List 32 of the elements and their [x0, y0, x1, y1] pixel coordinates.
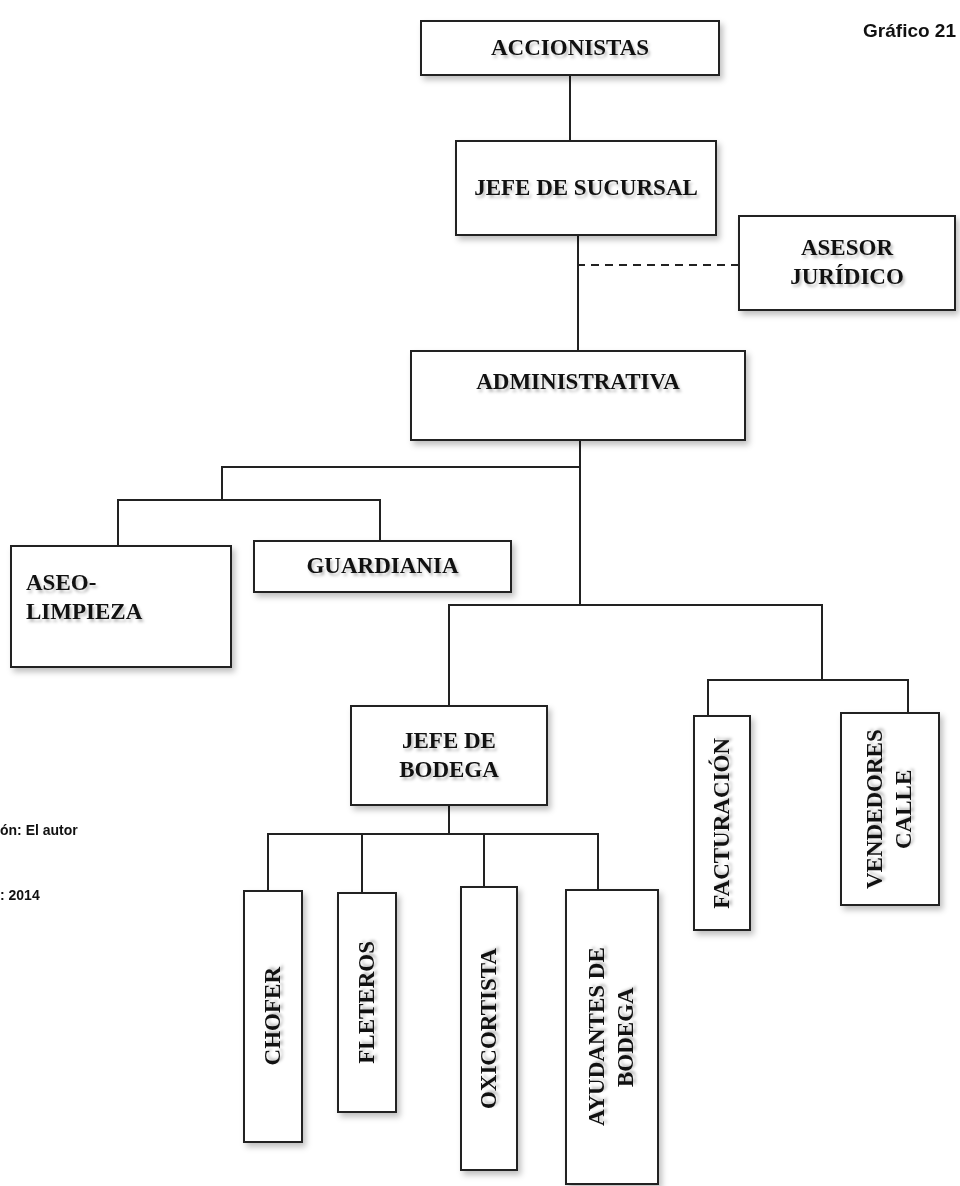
vertical-position-box — [693, 715, 751, 931]
vertical-position-box — [460, 886, 518, 1171]
source-note: : 2014 — [0, 887, 40, 903]
position-title: AYUDANTES DE BODEGA — [583, 946, 639, 1129]
position-title: FACTURACIÓN — [707, 737, 735, 909]
vertical-position-box — [337, 892, 397, 1113]
vertical-position-box — [565, 889, 659, 1185]
position-box — [253, 540, 512, 593]
source-note: ón: El autor — [0, 822, 78, 838]
position-box — [350, 705, 548, 806]
position-box — [738, 215, 956, 311]
position-box — [10, 545, 232, 668]
position-title: GUARDIANIA — [306, 552, 459, 581]
position-title: VENDEDORES CALLE — [861, 728, 917, 891]
connector-line — [569, 75, 571, 141]
position-title: CHOFER — [258, 967, 286, 1066]
position-box — [420, 20, 720, 76]
position-title: ASEO- LIMPIEZA — [26, 569, 144, 626]
position-title: OXICORTISTA — [474, 947, 502, 1110]
position-title: ACCIONISTAS — [490, 33, 650, 62]
position-title: JEFE DE BODEGA — [398, 726, 500, 784]
position-title: JEFE DE SUCURSAL — [474, 173, 698, 202]
position-title: ASESOR JURÍDICO — [789, 234, 905, 291]
dashed-connector — [577, 235, 739, 266]
position-title: ADMINISTRATIVA — [476, 368, 680, 396]
position-title: FLETEROS — [352, 941, 380, 1064]
position-box — [455, 140, 717, 236]
chart-title: Gráfico 21 — [863, 20, 956, 42]
connector-line — [448, 805, 599, 890]
vertical-position-box — [840, 712, 940, 906]
position-box — [410, 350, 746, 441]
vertical-position-box — [243, 890, 303, 1143]
